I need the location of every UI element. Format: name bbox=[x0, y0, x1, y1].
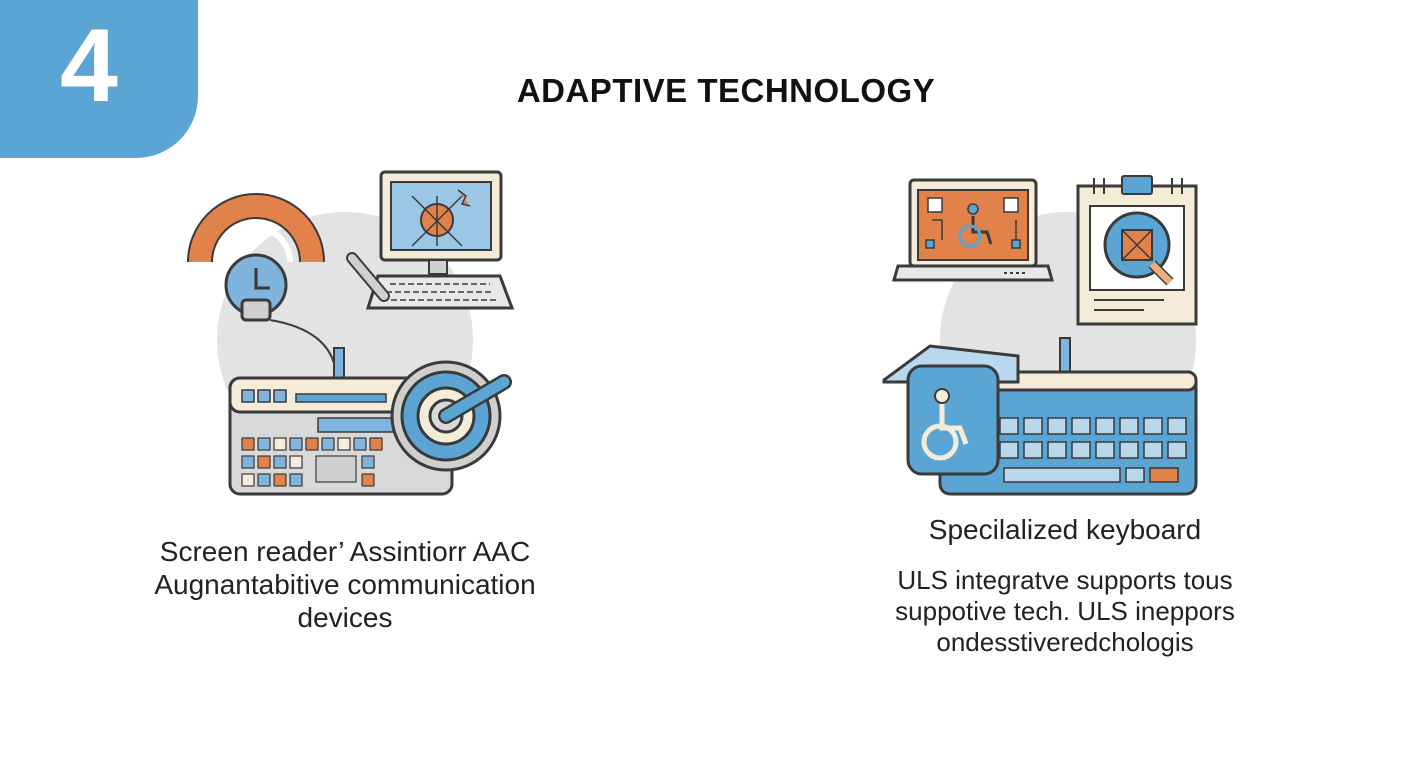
left-illustration bbox=[187, 170, 515, 496]
right-caption-line: ULS integratve supports tous bbox=[897, 565, 1233, 595]
left-caption: Screen reader’ Assintiorr AAC Augnantabi… bbox=[120, 535, 570, 634]
right-illustration bbox=[882, 175, 1198, 496]
tablet-icon bbox=[1076, 175, 1198, 326]
right-heading: Specilalized keyboard bbox=[928, 514, 1202, 545]
stylus-icon bbox=[346, 252, 390, 302]
left-caption-line: devices bbox=[297, 602, 393, 633]
wheelchair-icon bbox=[958, 203, 993, 248]
step-number: 4 bbox=[60, 8, 118, 124]
laptop-icon bbox=[892, 178, 1054, 282]
right-caption-line: suppotive tech. ULS ineppors bbox=[895, 596, 1235, 626]
right-caption: ULS integratve supports tous suppotive t… bbox=[840, 565, 1290, 658]
computer-icon bbox=[365, 170, 515, 310]
accessible-keyboard-icon bbox=[882, 337, 1198, 496]
trackball-icon bbox=[390, 360, 512, 472]
right-caption-line: ondesstiveredchologis bbox=[936, 627, 1194, 657]
step-badge: 4 bbox=[0, 0, 198, 158]
page-title: ADAPTIVE TECHNOLOGY bbox=[516, 72, 936, 109]
left-caption-line: Augnantabitive communication bbox=[154, 569, 536, 600]
headset-icon bbox=[187, 193, 337, 373]
left-caption-line: Screen reader’ Assintiorr AAC bbox=[159, 536, 531, 567]
